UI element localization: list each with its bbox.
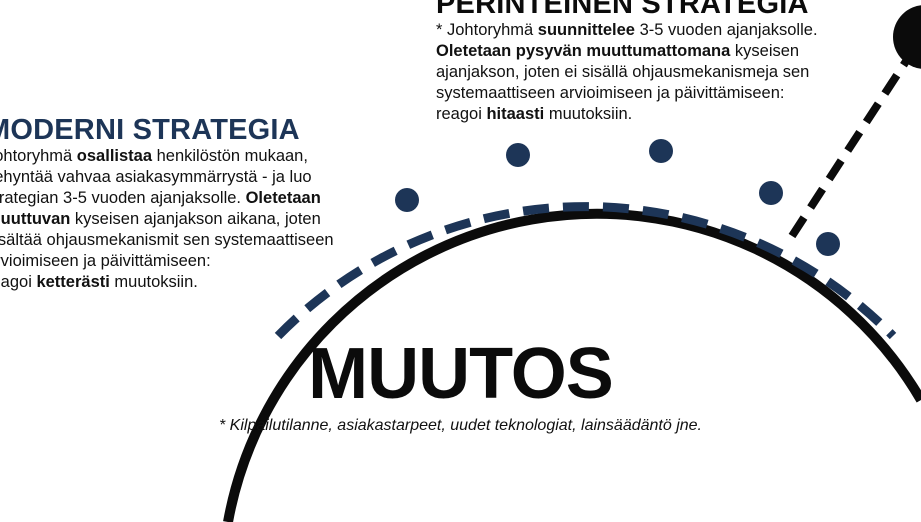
text-line: * Johtoryhmä suunnittelee 3-5 vuoden aja…: [436, 21, 818, 39]
text-line: muuttuvan kyseisen ajanjakson aikana, jo…: [0, 210, 321, 228]
milestone-dot: [649, 139, 673, 163]
text-line: Oletetaan pysyvän muuttumattomana kyseis…: [436, 42, 800, 60]
text-line: strategian 3-5 vuoden ajanjaksolle. Olet…: [0, 189, 321, 207]
traditional-strategy-block: PERINTEINEN STRATEGIA * Johtoryhmä suunn…: [436, 0, 856, 125]
text-line: Johtoryhmä osallistaa henkilöstön mukaan…: [0, 147, 308, 165]
text-line: ajanjakson, joten ei sisällä ohjausmekan…: [436, 63, 810, 81]
modern-strategy-title: MODERNI STRATEGIA: [0, 114, 300, 146]
milestone-dot: [759, 181, 783, 205]
text-line: kehyntää vahvaa asiakasymmärrystä - ja l…: [0, 168, 312, 186]
change-title: MUUTOS: [308, 334, 614, 414]
milestone-dot: [816, 232, 840, 256]
text-line: systemaattiseen arvioimiseen ja päivittä…: [436, 84, 785, 102]
traditional-strategy-text: * Johtoryhmä suunnittelee 3-5 vuoden aja…: [436, 20, 856, 125]
text-line: arvioimiseen ja päivittämiseen:: [0, 252, 211, 270]
modern-strategy-block: MODERNI STRATEGIA Johtoryhmä osallistaa …: [0, 114, 334, 293]
traditional-strategy-dashed-line: [788, 49, 916, 239]
milestone-dot: [395, 188, 419, 212]
text-line: sisältää ohjausmekanismit sen systemaatt…: [0, 231, 334, 249]
traditional-strategy-endpoint: [893, 5, 921, 69]
modern-strategy-text: Johtoryhmä osallistaa henkilöstön mukaan…: [0, 146, 334, 293]
change-note: * Kilpailutilanne, asiakastarpeet, uudet…: [219, 417, 702, 434]
modern-strategy-dashed-arc: [274, 202, 897, 340]
text-line: reagoi ketterästi muutoksiin.: [0, 273, 198, 291]
traditional-strategy-title: PERINTEINEN STRATEGIA: [436, 0, 809, 20]
change-circle-arc: [223, 208, 921, 522]
text-line: reagoi hitaasti muutoksiin.: [436, 105, 633, 123]
milestone-dot: [506, 143, 530, 167]
